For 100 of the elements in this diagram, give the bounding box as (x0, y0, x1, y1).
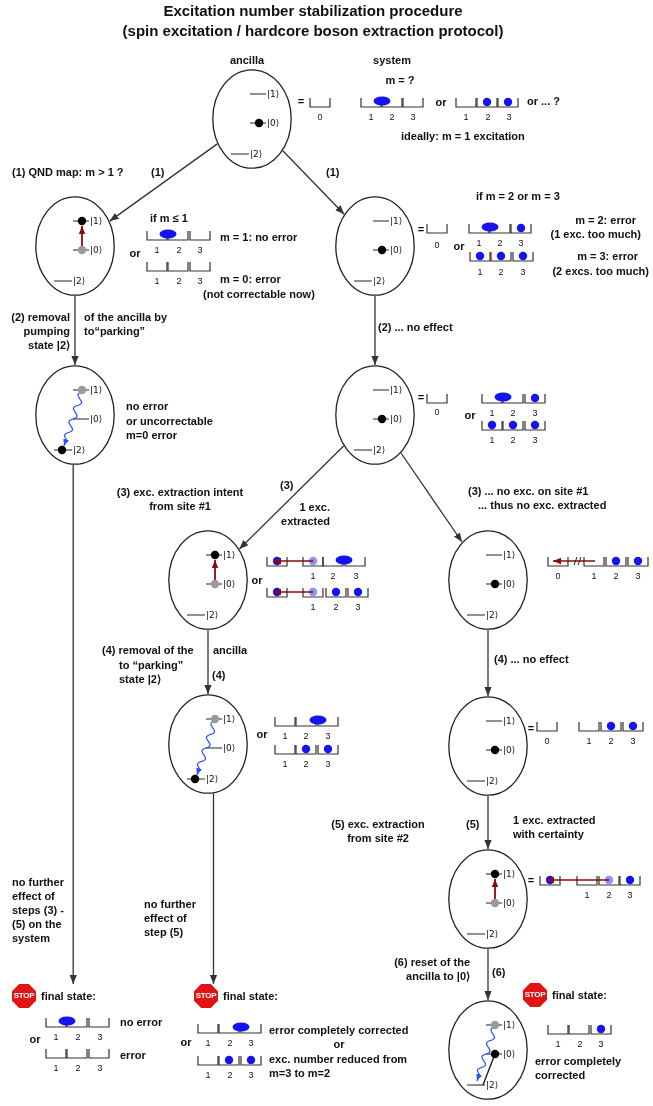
site-number: 1 (489, 408, 495, 418)
subtitle: (spin excitation / hardcore boson extraction protocol) (122, 22, 504, 40)
level-label: |1⟩ (503, 869, 516, 879)
arrow (69, 464, 77, 985)
site-number: 3 (325, 759, 331, 769)
site-number: 0 (434, 407, 440, 417)
arrow (371, 295, 379, 366)
stop-sign: STOP (194, 984, 218, 1008)
arrow (282, 150, 345, 215)
arrow (204, 629, 212, 695)
site-number: 0 (434, 240, 440, 250)
annotation-text: error completely corrected (269, 1023, 409, 1037)
site-number: 3 (506, 112, 512, 122)
level-label: |0⟩ (390, 414, 403, 424)
site-number: 1 (310, 602, 316, 612)
annotation-text: or (464, 408, 476, 422)
level-label: |1⟩ (390, 385, 403, 395)
level-label: |1⟩ (267, 89, 280, 99)
level-label: |0⟩ (90, 245, 103, 255)
annotation-text: or (333, 1037, 345, 1051)
site-number: 3 (518, 238, 524, 248)
annotation-text: error (120, 1048, 146, 1062)
site-number: 1 (591, 571, 597, 581)
site-number: 2 (485, 112, 491, 122)
site-number: 3 (325, 731, 331, 741)
site-number: 2 (330, 571, 336, 581)
edge-label: (2) ... no effect (378, 320, 453, 334)
state-note: = (417, 390, 425, 404)
state-ellipse (335, 365, 415, 465)
site-number: 3 (532, 408, 538, 418)
level-label: |0⟩ (90, 414, 103, 424)
annotation-text: (2 excs. too much) (552, 264, 649, 278)
site-number: 2 (577, 1039, 583, 1049)
site-number: 2 (75, 1032, 81, 1042)
edge-label: (5) (466, 817, 480, 831)
site-number: 3 (410, 112, 416, 122)
site-number: 3 (598, 1039, 604, 1049)
level-label: |0⟩ (267, 118, 280, 128)
state-note: no error (126, 399, 169, 413)
site-number: 1 (477, 267, 483, 277)
state-ellipse (448, 530, 528, 630)
annotation-text: no error (120, 1015, 163, 1029)
site-number: 2 (333, 602, 339, 612)
state-ellipse (35, 196, 115, 296)
site-number: 2 (75, 1063, 81, 1073)
title: Excitation number stabilization procedure (163, 2, 463, 20)
arrow (109, 143, 218, 222)
site-number: 2 (497, 238, 503, 248)
level-label: |2⟩ (73, 276, 86, 286)
final-state-heading (194, 984, 278, 1008)
state-note: = (527, 873, 535, 887)
state-note: = (297, 94, 305, 108)
site-number: 0 (544, 736, 550, 746)
site-number: 1 (310, 571, 316, 581)
site-number: 1 (205, 1070, 211, 1080)
heading-text: final state: (41, 990, 96, 1002)
site-number: 3 (353, 571, 359, 581)
arrow (484, 948, 492, 1001)
site-number: 3 (97, 1063, 103, 1073)
stop-sign: STOP (12, 984, 36, 1008)
annotation-text: (1) QND map: m > 1 ? (12, 165, 124, 179)
site-number: 0 (555, 571, 561, 581)
site-number: 3 (532, 435, 538, 445)
site-number: 2 (613, 571, 619, 581)
annotation-text: (2) removal pumping state |2⟩ (10, 310, 70, 352)
site-number: 1 (154, 276, 160, 286)
site-number: 2 (227, 1070, 233, 1080)
site-number: 2 (389, 112, 395, 122)
level-label: |2⟩ (73, 445, 86, 455)
state-ellipse (35, 365, 115, 465)
heading-text: final state: (223, 990, 278, 1002)
level-label: |2⟩ (486, 929, 499, 939)
site-number: 2 (176, 245, 182, 255)
state-note: ancilla (229, 53, 265, 67)
level-label: |2⟩ (486, 776, 499, 786)
level-label: |0⟩ (503, 1049, 516, 1059)
level-label: |0⟩ (223, 579, 236, 589)
state-ellipse (168, 694, 248, 794)
level-label: |0⟩ (503, 579, 516, 589)
state-ellipse (335, 196, 415, 296)
site-number: 3 (630, 736, 636, 746)
annotation-text: (1 exc. too much) (550, 227, 641, 241)
level-label: |2⟩ (250, 149, 263, 159)
site-number: 3 (248, 1070, 254, 1080)
edge-label: (3) (280, 478, 294, 492)
state-note: or uncorrectable m=0 error (126, 414, 214, 442)
state-note: = (417, 222, 425, 236)
site-number: 2 (303, 731, 309, 741)
level-label: |1⟩ (503, 1020, 516, 1030)
state-ellipse (448, 696, 528, 796)
annotation-text: m = 2: error (575, 213, 636, 227)
annotation-text: to “parking” state |2⟩ (119, 658, 185, 686)
annotation-text: no further effect of steps (3) - (5) on the system (12, 875, 65, 945)
annotation-text: no further effect of step (5) (144, 897, 197, 939)
level-label: |0⟩ (223, 743, 236, 753)
site-number: 3 (355, 602, 361, 612)
final-state-heading (523, 983, 607, 1007)
heading-text: final state: (552, 989, 607, 1001)
arrow (71, 295, 79, 366)
site-number: 3 (197, 276, 203, 286)
